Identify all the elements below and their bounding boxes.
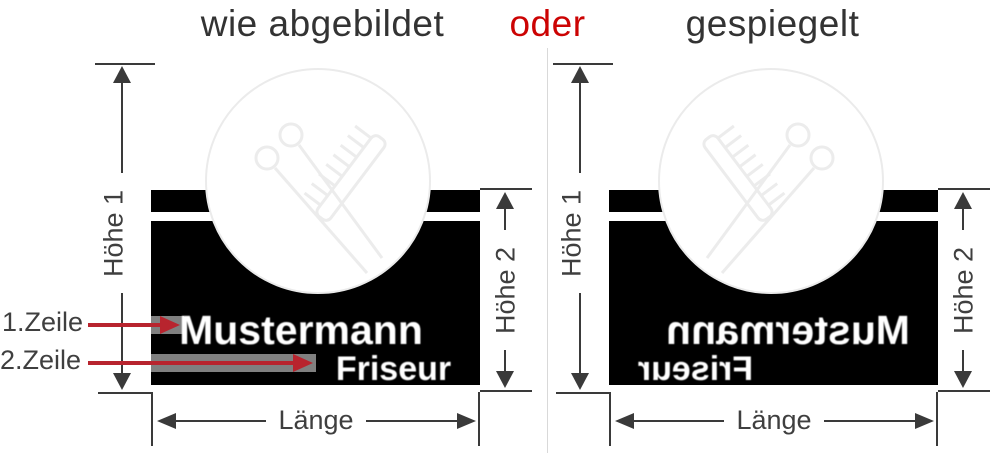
line2-arrow-head-icon	[293, 354, 313, 372]
line1-callout-label: 1.Zeile	[2, 307, 84, 337]
height2-arrow-down-icon	[954, 371, 972, 388]
variant-left-title: wie abgebildet	[200, 3, 445, 44]
height2-label: Höhe 2	[946, 230, 982, 350]
height2-label: Höhe 2	[488, 230, 524, 350]
line2-callout-label: 2.Zeile	[0, 345, 82, 375]
panel-separator	[547, 48, 548, 453]
line1-arrow-head-icon	[160, 316, 180, 334]
height1-arrow-up-icon	[571, 66, 589, 83]
height2-top-extension-line	[480, 188, 532, 190]
height1-arrow-down-icon	[571, 373, 589, 390]
logo-circle	[205, 68, 431, 294]
conjunction-oder: oder	[509, 3, 586, 44]
length-left-extension-line	[609, 392, 611, 446]
height1-label: Höhe 1	[554, 173, 590, 293]
crossed-scissors-comb-icon	[702, 122, 835, 274]
length-label: Länge	[724, 402, 824, 438]
height1-top-extension-line	[553, 63, 613, 65]
line2-arrow-line	[88, 361, 296, 365]
line1-arrow-line	[88, 323, 164, 327]
height1-label: Höhe 1	[96, 173, 132, 293]
length-arrow-right-icon	[457, 413, 476, 429]
height1-arrow-up-icon	[113, 66, 131, 83]
height2-arrow-down-icon	[496, 371, 514, 388]
length-right-extension-line	[936, 392, 938, 446]
variant-right-title: gespiegelt	[685, 3, 860, 44]
engraving-text-line1: Mustermann	[179, 307, 423, 353]
height2-top-extension-line	[938, 188, 990, 190]
height1-top-extension-line	[95, 63, 155, 65]
engraving-design-mirrored: Mustermann Friseur	[609, 60, 938, 390]
height2-arrow-up-icon	[496, 192, 514, 209]
crossed-scissors-comb-icon	[254, 122, 387, 274]
height2-arrow-up-icon	[954, 192, 972, 209]
length-left-extension-line	[151, 392, 153, 446]
engraving-text-line2-mirrored: Friseur	[637, 350, 754, 388]
height2-bottom-extension-line	[480, 390, 532, 392]
height2-bottom-extension-line	[938, 390, 990, 392]
length-label: Länge	[266, 402, 366, 438]
length-arrow-right-icon	[915, 413, 934, 429]
engraving-text-line2: Friseur	[335, 350, 452, 388]
height1-bottom-extension-line	[556, 392, 611, 394]
length-arrow-left-icon	[157, 413, 176, 429]
height1-bottom-extension-line	[98, 392, 153, 394]
engraving-text-line1-mirrored: Mustermann	[666, 307, 910, 353]
length-right-extension-line	[478, 392, 480, 446]
height1-arrow-down-icon	[113, 373, 131, 390]
engraving-design: Mustermann Friseur	[151, 60, 480, 390]
length-arrow-left-icon	[615, 413, 634, 429]
